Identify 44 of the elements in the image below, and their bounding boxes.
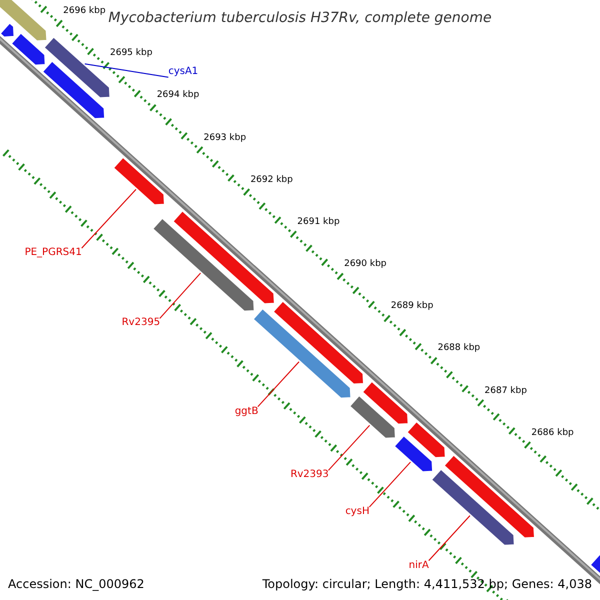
gene-block [112, 156, 165, 206]
scale-label: 2696 kbp [63, 7, 106, 16]
scale-label: 2693 kbp [204, 134, 246, 143]
gene-label: Rv2395 [122, 318, 160, 328]
scale-label: 2688 kbp [438, 344, 480, 354]
scale-label: 2686 kbp [531, 428, 574, 438]
gene-label: cysA1 [168, 67, 198, 78]
gene-block [444, 454, 536, 538]
gene-label: PE_PGRS41 [24, 248, 82, 258]
leader-line [84, 63, 169, 78]
leader-line [428, 515, 470, 562]
scale-label: 2687 kbp [484, 386, 527, 396]
gene-label: nirA [408, 560, 429, 571]
gene-block [272, 300, 364, 384]
leader-line [159, 272, 202, 319]
scale-label: 2689 kbp [390, 302, 434, 312]
gene-block [0, 22, 15, 38]
gene-block [430, 468, 515, 546]
scale-label: 2695 kbp [110, 49, 152, 58]
genome-summary: Topology: circular; Length: 4,411,532 bp; Genes: 4,038 [262, 578, 592, 590]
gene-block [394, 435, 434, 472]
scale-label: 2690 kbp [344, 260, 386, 270]
gene-block [10, 32, 46, 66]
gene-block [44, 36, 110, 98]
gene-label: cysH [345, 507, 370, 518]
gene-block [252, 308, 352, 399]
scale-label: 2694 kbp [156, 91, 200, 100]
gene-block [362, 380, 409, 425]
leader-line [81, 188, 136, 249]
gene-block [349, 395, 396, 439]
accession-text: Accession: NC_000962 [8, 578, 144, 590]
gene-block [42, 60, 106, 120]
gene-block [0, 0, 48, 42]
gene-label: ggtB [234, 406, 258, 417]
leader-line [368, 462, 411, 508]
scale-label: 2692 kbp [250, 176, 293, 185]
scale-label: 2691 kbp [297, 218, 340, 227]
gene-block [152, 218, 255, 312]
gene-block [406, 421, 446, 458]
leader-line [328, 424, 370, 471]
chart-title: Mycobacterium tuberculosis H37Rv, complete genome [108, 11, 492, 25]
gene-block [172, 210, 275, 304]
leader-line [257, 361, 300, 408]
gene-label: Rv2393 [290, 470, 329, 480]
